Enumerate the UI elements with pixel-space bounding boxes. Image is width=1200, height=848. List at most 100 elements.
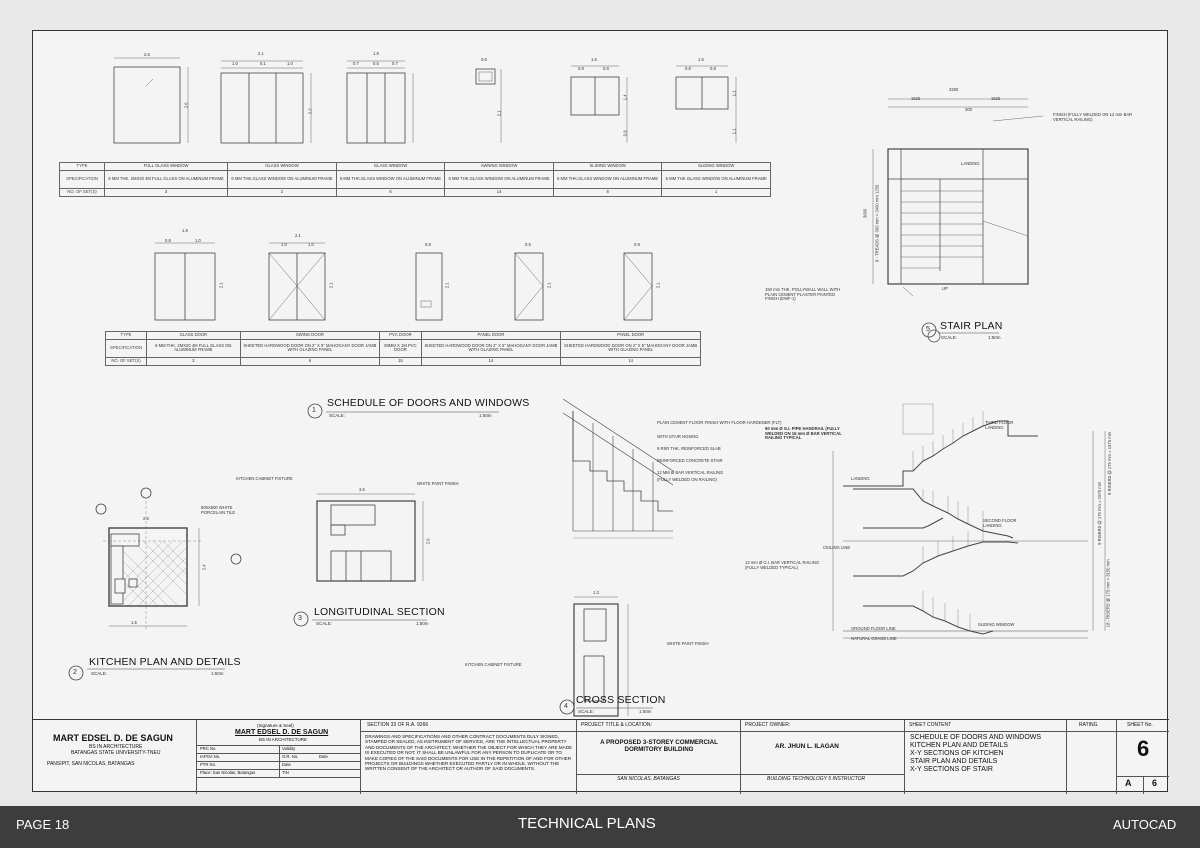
page-number: PAGE 18	[16, 817, 70, 832]
dim-label: 0.7	[353, 61, 359, 66]
title-number: 4	[564, 703, 568, 710]
drawing-title: SCHEDULE OF DOORS AND WINDOWS	[327, 397, 530, 409]
scale-ratio: 1:50m	[479, 413, 492, 418]
detail-note: (FULLY WELDED ON RAILING)	[657, 477, 717, 482]
table-cell: 6 MM THK.GLASS WINDOW ON ALUMINUM FRAME	[661, 169, 771, 189]
detail-note: 12 MM Ø BAR VERTICAL RAILING	[657, 470, 724, 475]
window-schedule-table: TYPE FULL GLASS WINDOW GLASS WINDOW GLAS…	[59, 162, 771, 197]
note-paint-2: WHITE PAINT FINISH	[667, 641, 709, 646]
table-cell: 6 MM THK.GLASS WINDOW ON ALUMINUM FRAME	[335, 169, 446, 189]
project-location: SAN NICOLAS, BATANGAS	[617, 776, 680, 782]
title-number: 1	[312, 407, 316, 414]
note-cabinet-2: KITCHEN CABINET FIXTURE	[465, 662, 522, 667]
section-heading: SECTION 33 OF R.A. 9266	[367, 722, 429, 728]
row-header: NO. OF SET(S)	[59, 187, 105, 197]
title-marker-5	[921, 322, 937, 338]
designer-cell: MART EDSEL D. DE SAGUN BS IN ARCHITECTUR…	[33, 720, 197, 794]
table-row: TYPE FULL GLASS WINDOW GLASS WINDOW GLAS…	[59, 162, 771, 171]
sheet-code-letter: A	[1125, 778, 1132, 788]
dim-label: 2.6	[425, 538, 431, 545]
awning-window-elevation	[475, 68, 496, 85]
designer-name: MART EDSEL D. DE SAGUN	[53, 733, 173, 743]
label-up: UP	[942, 286, 948, 291]
table-cell: SLIDING WINDOW	[552, 162, 663, 171]
label-third-floor: THIRD FLOOR LANDING	[985, 420, 1014, 430]
table-cell: PVC DOOR	[379, 331, 422, 340]
signature-degree: BS IN ARCHITECTURE	[259, 737, 308, 742]
dim-label: 1.9	[182, 228, 188, 233]
table-cell: SLIDING WINDOW	[661, 162, 771, 171]
table-cell: SWING DOOR	[239, 331, 381, 340]
dim-label: 1.0	[308, 242, 314, 247]
footer-title: TECHNICAL PLANS	[518, 815, 656, 832]
note-tile: 600X600 WHITE PORCELAIN TILE	[201, 505, 236, 515]
drawing-linework	[68, 57, 1106, 717]
title-marker-2	[68, 665, 84, 681]
table-cell: PANEL DOOR	[420, 331, 562, 340]
table-row: SPECIFICATION 6 MM THK. 2MX20 4M FULL GL…	[105, 338, 701, 358]
drawing-sheet: 2.6 2.1 1.0 0.1 1.0 1.9 0.7 0.5 0.7 0.6 …	[32, 30, 1169, 794]
table-cell: 6 MM THK. 2MX20 4M FULL GLASS ON ALUMINU…	[146, 338, 241, 358]
dim-label: 0.9	[634, 242, 640, 247]
dim-label: 1.5	[131, 620, 137, 625]
table-row: TYPE GLASS DOOR SWING DOOR PVC DOOR PANE…	[105, 331, 701, 340]
dim-label: 1525	[911, 96, 921, 101]
rating-heading: RATING	[1079, 722, 1098, 728]
scale-label: SCALE:	[578, 709, 595, 714]
table-cell: AWNING WINDOW	[444, 162, 554, 171]
sheet-heading: SHEET No.	[1127, 722, 1153, 728]
table-cell: 2	[227, 187, 337, 197]
title-marker-3	[293, 611, 309, 627]
dim-label: 1.0	[195, 238, 201, 243]
label-landing: LANDING	[851, 476, 870, 481]
drawing-title: STAIR PLAN	[940, 320, 1003, 332]
table-cell: 6 MM THK.GLASS WINDOW ON ALUMINUM FRAME	[227, 169, 337, 189]
table-row: NO. OF SET(S) 3 6 15 14 14	[105, 356, 701, 366]
dim-label: 1525	[991, 96, 1001, 101]
tin-label: TIN	[282, 770, 289, 775]
content-cell: SHEET CONTENT SCHEDULE OF DOORS AND WIND…	[905, 720, 1067, 794]
drawing-title: LONGITUDINAL SECTION	[314, 606, 445, 618]
dim-label: 0.9	[622, 130, 628, 137]
longitudinal-section	[316, 500, 416, 582]
note-finish: FINISH (FULLY WELDED ON 12 mm BAR VERTIC…	[1053, 112, 1133, 122]
content-heading: SHEET CONTENT	[909, 722, 952, 728]
table-cell: 6 MM THK.GLASS WINDOW ON ALUMINUM FRAME	[444, 169, 554, 189]
or-label: O.R. No.	[282, 754, 299, 759]
scale-label: SCALE:	[91, 671, 108, 676]
prc-label: PRC No.	[200, 746, 217, 751]
content-item: SCHEDULE OF DOORS AND WINDOWS	[910, 734, 1042, 741]
dim-label: 3800	[862, 208, 868, 218]
dim-label: 1.3	[593, 590, 599, 595]
table-cell: GLASS WINDOW	[335, 162, 446, 171]
table-cell: 14	[444, 187, 554, 197]
signature-cell: (Signature & Seal) MART EDSEL D. DE SAGU…	[197, 720, 361, 794]
title-number: 3	[298, 615, 302, 622]
dim-label: 1.0	[281, 242, 287, 247]
row-header: TYPE	[105, 331, 147, 340]
dim-label: 0.5	[373, 61, 379, 66]
validity-label: Validity	[282, 746, 296, 751]
cross-section	[573, 603, 619, 717]
label-landing: LANDING	[961, 161, 980, 166]
label-risers-bot: 18 - RISERS @ 175 mm = 3150 mm	[1105, 559, 1111, 628]
dim-label: 2.1	[546, 282, 552, 289]
row-header: TYPE	[59, 162, 105, 171]
label-natural: NATURAL GRADE LINE	[851, 636, 897, 641]
dim-label: 1.1	[731, 90, 737, 97]
table-cell: 6	[239, 356, 381, 366]
content-item: X-Y SECTIONS OF KITCHEN	[910, 750, 1004, 757]
table-cell: 6 MM THK. 2MX20 4M FULL GLASS ON ALUMINU…	[103, 169, 229, 189]
glass-window-elevation	[220, 72, 304, 144]
dim-label: 1.6	[698, 57, 704, 62]
table-cell: 14	[420, 356, 562, 366]
dim-label: 0.7	[392, 61, 398, 66]
rating-cell: RATING	[1067, 720, 1117, 794]
project-cell: PROJECT TITLE & LOCATION: A PROPOSED 3-S…	[577, 720, 741, 794]
scale-ratio: 1:50m	[211, 671, 224, 676]
designer-school: BATANGAS STATE UNIVERSITY-TNEU	[71, 750, 161, 756]
dim-label: 2.6	[143, 516, 149, 521]
stair-plan	[872, 98, 1044, 343]
detail-note: REINFORCED CONCRETE STAIR	[657, 458, 723, 463]
dim-label: 0.9	[525, 242, 531, 247]
